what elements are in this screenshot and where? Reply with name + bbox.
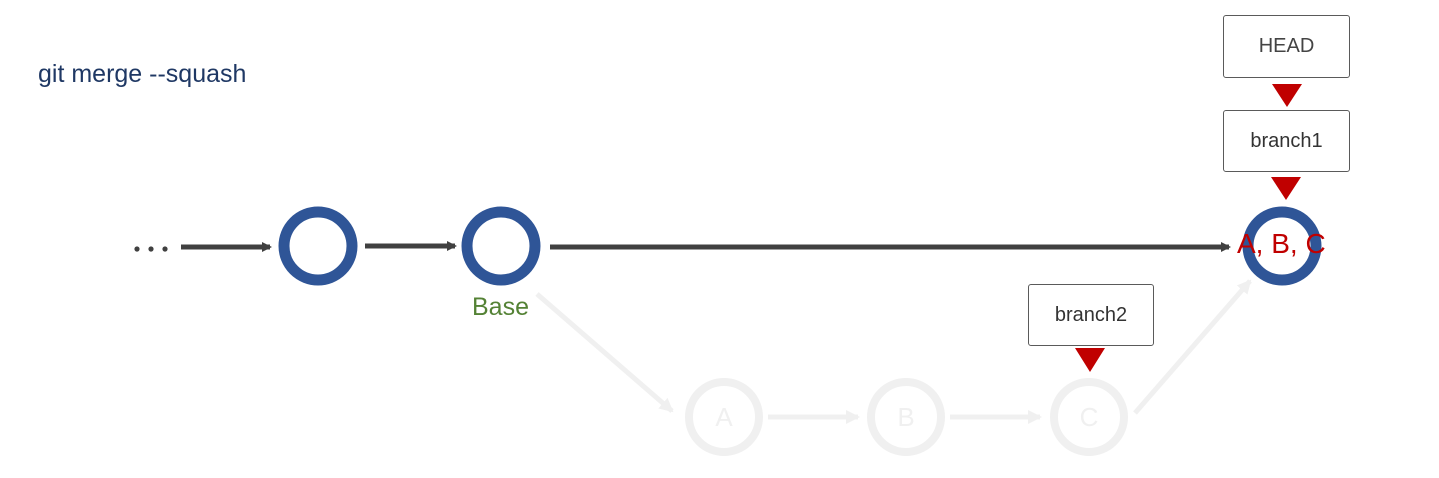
ghost-commit-node-c xyxy=(1050,378,1128,456)
head-pointer-icon xyxy=(1272,84,1302,107)
commit-node xyxy=(278,206,358,286)
branch2-pointer-icon xyxy=(1075,348,1105,372)
branch1-pointer-icon xyxy=(1271,177,1301,200)
head-ref-box: HEAD xyxy=(1223,15,1350,78)
ghost-arrow-c-to-squash xyxy=(1133,279,1252,415)
branch1-ref-box: branch1 xyxy=(1223,110,1350,172)
ellipsis-icon xyxy=(134,246,168,252)
ghost-commit-node-b xyxy=(867,378,945,456)
ghost-commit-label-a: A xyxy=(715,402,733,432)
base-commit-node xyxy=(461,206,541,286)
squash-commit-node xyxy=(1242,206,1322,286)
branch2-ref-box: branch2 xyxy=(1028,284,1154,346)
diagram-title: git merge --squash xyxy=(38,60,247,88)
ghost-commit-node-a xyxy=(685,378,763,456)
squash-commit-label: A, B, C xyxy=(1237,228,1326,259)
base-label: Base xyxy=(472,293,529,321)
ghost-arrow-base-to-a xyxy=(535,292,674,413)
ghost-commit-label-b: B xyxy=(897,402,915,432)
ghost-commit-label-c: C xyxy=(1079,402,1099,432)
